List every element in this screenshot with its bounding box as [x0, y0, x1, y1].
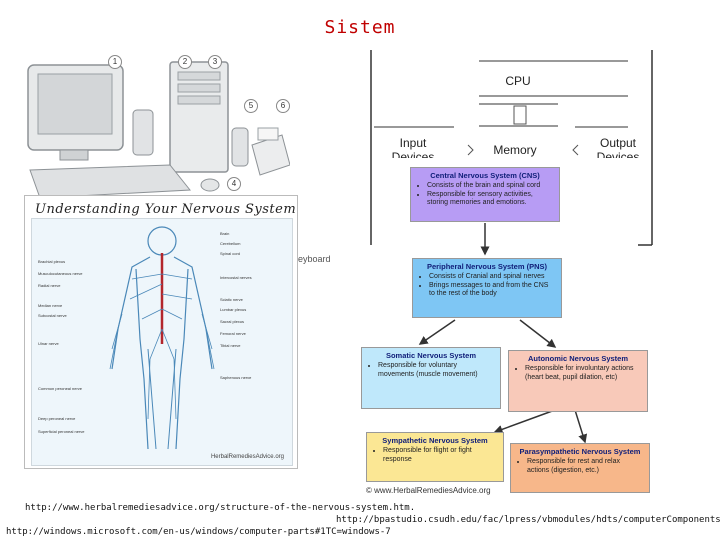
cns-bullet: Consists of the brain and spinal cord	[427, 182, 553, 191]
callout-number: 1	[108, 55, 122, 69]
flowchart-watermark: © www.HerbalRemediesAdvice.org	[366, 486, 491, 495]
keyboard-label-fragment: eyboard	[298, 254, 331, 264]
pns-bullet: Consists of Cranial and spinal nerves	[429, 273, 555, 282]
autonomic-box: Autonomic Nervous System Responsible for…	[508, 350, 648, 412]
nerve-label: Spinal cord	[220, 251, 241, 256]
nerve-label: Sacral plexus	[220, 319, 245, 324]
pns-box: Peripheral Nervous System (PNS) Consists…	[412, 258, 562, 318]
nerve-label: Saphenous nerve	[220, 375, 252, 380]
computer-parts-photo: 1 2 3 4 5 6	[20, 50, 291, 200]
cns-title: Central Nervous System (CNS)	[430, 171, 540, 180]
nerve-label: Brachial plexus	[38, 259, 66, 264]
nerve-label: Musculocutaneous nerve	[38, 271, 83, 276]
output-devices-label: Output Devices	[596, 136, 640, 158]
poster-credit: HerbalRemediesAdvice.org	[210, 454, 284, 460]
nerve-label: Deep peroneal nerve	[38, 416, 76, 421]
parasympathetic-box: Parasympathetic Nervous System Responsib…	[510, 443, 650, 493]
cpu-label: CPU	[505, 74, 531, 88]
nerve-label: Lumbar plexus	[220, 307, 247, 312]
callout-number: 4	[227, 177, 241, 191]
poster-title: Understanding Your Nervous System	[35, 202, 297, 217]
callout-number: 5	[244, 99, 258, 113]
source-url-link[interactable]: http://bpastudio.csudh.edu/fac/lpress/vb…	[336, 515, 720, 525]
pns-title: Peripheral Nervous System (PNS)	[426, 262, 548, 271]
cns-box: Central Nervous System (CNS) Consists of…	[410, 167, 560, 222]
pns-bullet: Brings messages to and from the CNS to t…	[429, 282, 555, 299]
memory-label: Memory	[493, 143, 537, 157]
callout-number: 3	[208, 55, 222, 69]
cpu-diagram-lines	[370, 50, 653, 246]
parasympathetic-title: Parasympathetic Nervous System	[519, 447, 641, 456]
source-url-link[interactable]: http://windows.microsoft.com/en-us/windo…	[6, 527, 391, 537]
nerve-label: Tibial nerve	[220, 343, 241, 348]
flowchart-arrows	[418, 223, 588, 444]
nerve-label: Subcostal nerve	[38, 313, 67, 318]
autonomic-title: Autonomic Nervous System	[527, 354, 629, 363]
human-body-figure	[109, 226, 215, 450]
nerve-label: Superficial peroneal nerve	[38, 429, 85, 434]
nerve-label: Brain	[220, 231, 230, 236]
autonomic-bullet: Responsible for involuntary actions (hea…	[525, 365, 641, 382]
computer-illustration	[27, 61, 291, 199]
nerve-label: Intercostal nerves	[220, 275, 252, 280]
somatic-box: Somatic Nervous System Responsible for v…	[361, 347, 501, 409]
nerve-label: Ulnar nerve	[38, 341, 59, 346]
nerve-label: Common peroneal nerve	[38, 386, 83, 391]
sympathetic-box: Sympathetic Nervous System Responsible f…	[366, 432, 504, 482]
source-url-link[interactable]: http://www.herbalremediesadvice.org/stru…	[25, 503, 416, 513]
cns-bullet: Responsible for sensory activities, stor…	[427, 191, 553, 208]
nerve-label: Femoral nerve	[220, 331, 246, 336]
slide-title: Sistem	[324, 17, 396, 38]
cpu-block-diagram: CPU Input Devices Memory Output Devices	[368, 50, 668, 250]
nerve-label: Sciatic nerve	[220, 297, 243, 302]
nerve-label: Median nerve	[38, 303, 63, 308]
input-devices-label: Input Devices	[391, 136, 435, 158]
sympathetic-title: Sympathetic Nervous System	[382, 436, 488, 445]
callout-number: 2	[178, 55, 192, 69]
nerve-label: Cerebellum	[220, 241, 241, 246]
nervous-system-poster: Understanding Your Nervous System Brachi…	[24, 195, 298, 469]
callout-number: 6	[276, 99, 290, 113]
somatic-title: Somatic Nervous System	[385, 351, 477, 360]
parasympathetic-bullet: Responsible for rest and relax actions (…	[527, 458, 643, 475]
nervous-system-figure: Brachial plexus Musculocutaneous nerve R…	[31, 218, 293, 466]
nerve-label: Radial nerve	[38, 283, 61, 288]
sympathetic-bullet: Responsible for flight or fight response	[383, 447, 497, 464]
somatic-bullet: Responsible for voluntary movements (mus…	[378, 362, 494, 379]
